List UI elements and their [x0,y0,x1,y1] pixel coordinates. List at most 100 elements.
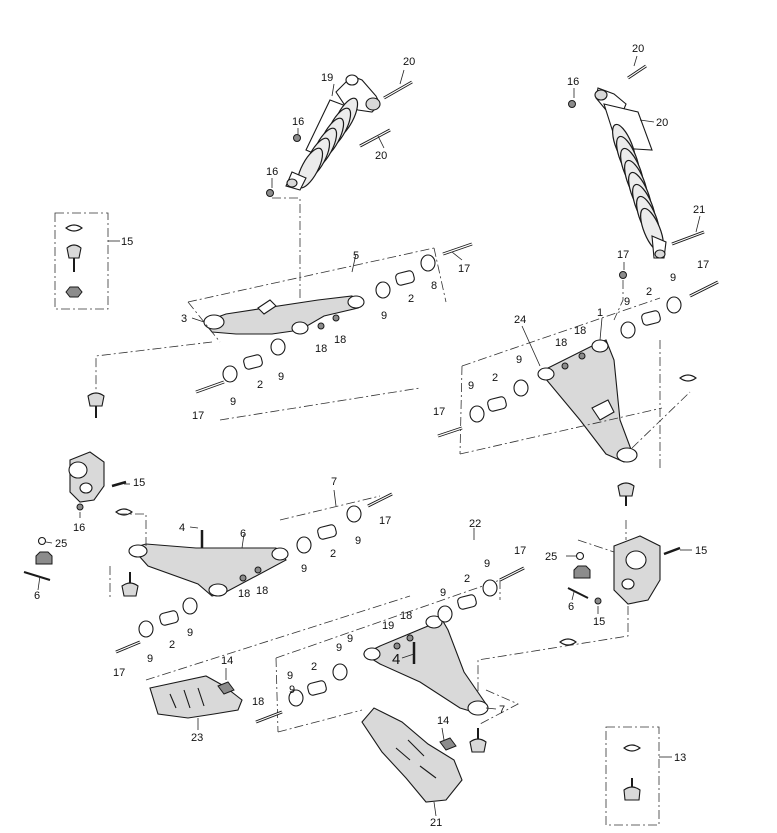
grease-fitting [254,566,262,574]
bushing [115,597,198,654]
nut [293,134,301,142]
callout-10-left: 14 [221,655,233,667]
callout-2-h: 2 [311,661,317,673]
callout-9-o: 9 [336,642,342,654]
upper-right-a-arm [537,339,638,463]
callout-11: 6 [240,528,246,540]
callout-18-a: 18 [334,334,346,346]
callout-14-left: 15 [133,477,145,489]
grease-fitting [561,362,569,370]
callout-24: 24 [514,314,526,326]
callout-15-right-real: 15 [593,616,605,628]
right-shock-bolt-bottom [671,230,705,246]
callout-10-right: 14 [437,715,449,727]
cotter-pin [23,571,51,581]
castle-nut [35,551,53,565]
bushing [620,280,719,339]
callout-4-right: 4 [392,651,400,668]
callout-9-n: 9 [440,587,446,599]
grease-fitting [332,314,340,322]
callout-9-e: 9 [670,272,676,284]
bushing [437,379,529,438]
callout-16-left-upper: 16 [292,116,304,128]
callout-9-d: 9 [230,396,236,408]
castle-nut [573,565,591,579]
callout-16-right-top: 16 [567,76,579,88]
callout-20-right-mid: 21 [693,204,705,216]
callout-14-right: 15 [695,545,707,557]
kit-13-box [605,726,660,826]
callout-19-right: 20 [656,117,668,129]
callout-4-left: 4 [179,522,185,534]
callout-22: 23 [191,732,203,744]
callout-18-b: 18 [315,343,327,355]
callout-18-f: 18 [238,588,250,600]
callout-7-real: 7 [499,704,505,716]
callout-labels: 19 20 20 16 16 15 5 17 8 2 9 3 18 18 9 2… [34,43,709,829]
callout-6-right-real: 6 [568,601,574,613]
callout-20-mid-left: 20 [375,150,387,162]
callout-19-left: 19 [321,72,333,84]
callout-18-h: 19 [382,620,394,632]
callout-2-c: 2 [646,286,652,298]
grease-fitting [406,634,414,642]
callout-17-e: 17 [379,515,391,527]
callout-17-b: 17 [192,410,204,422]
callout-25-left: 25 [55,538,67,550]
lower-right-a-arm [362,615,489,716]
bushing [255,663,348,724]
callout-9-m: 9 [484,558,490,570]
left-steering-knuckle [68,451,105,503]
right-shock-bolt-top [627,64,647,80]
callout-20-top-right: 20 [632,43,644,55]
callout-16-right-mid: 17 [617,249,629,261]
callout-13-real: 13 [674,752,686,764]
callout-5: 5 [353,250,359,262]
bushing [195,338,286,394]
nut [568,100,576,108]
callout-9-p: 9 [287,670,293,682]
washer [575,551,585,561]
callout-6-left: 6 [34,590,40,602]
callout-18-c: 18 [574,325,586,337]
callout-17-g: 17 [514,545,526,557]
snap-ring [559,638,577,646]
callout-2-d: 2 [492,372,498,384]
bushing [375,242,473,299]
left-shock-absorber [285,74,381,191]
callout-2-f: 2 [169,639,175,651]
callout-23: 22 [469,518,481,530]
callout-20-top-left: 20 [403,56,415,68]
callout-9-h: 9 [468,380,474,392]
callout-12: 15 [121,236,133,248]
nut [619,271,627,279]
callout-9-b: 9 [381,310,387,322]
bushing [296,492,393,554]
callout-9-a: 8 [431,280,437,292]
callout-25-right: 25 [545,551,557,563]
right-steering-knuckle [613,535,661,605]
callout-2-e: 2 [330,548,336,560]
bushing [437,566,525,623]
callout-9-j: 9 [301,563,307,575]
grease-fitting [393,642,401,650]
grease-fitting [239,574,247,582]
nut [266,189,274,197]
callout-9-f: 9 [624,296,630,308]
upper-left-a-arm [203,295,365,335]
nut [594,597,602,605]
callout-9-r: 9 [347,633,353,645]
callout-18-d: 18 [555,337,567,349]
left-shock-bolt-bottom [359,128,391,148]
callout-9-l: 9 [147,653,153,665]
callout-17-h: 18 [252,696,264,708]
callout-9-k: 9 [187,627,193,639]
left-shock-bolt-top [383,80,413,100]
lower-left-a-arm [128,543,289,597]
nut [76,503,84,511]
callout-3: 3 [181,313,187,325]
right-skid-guard [361,707,463,803]
callout-9-g: 9 [516,354,522,366]
callout-2-g: 2 [464,573,470,585]
callout-2-a: 2 [408,293,414,305]
